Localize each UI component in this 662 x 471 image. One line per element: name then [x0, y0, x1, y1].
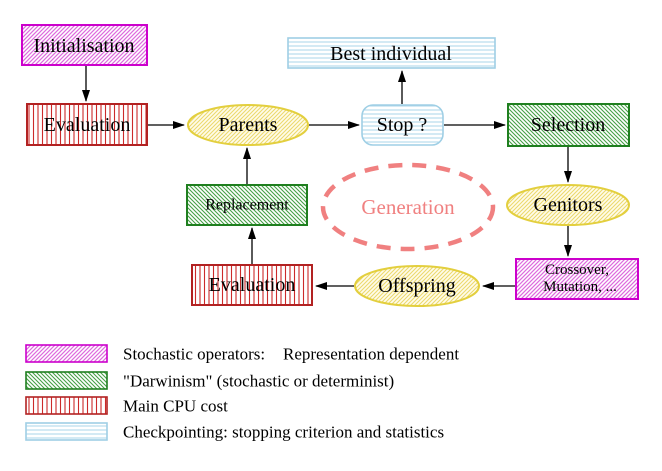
- genitors-ellipse: [506, 184, 630, 226]
- stop-box: [361, 104, 444, 146]
- legend-swatch-magenta-hatch: [25, 344, 108, 363]
- legend-label-representation-dependent: Representation dependent: [283, 345, 459, 364]
- node-genitors: Genitors: [506, 184, 630, 226]
- evaluation-top-label: Evaluation: [44, 114, 131, 136]
- edges-group: [82, 66, 572, 290]
- selection-label: Selection: [531, 114, 605, 136]
- legend-item-darwinism: "Darwinism" (stochastic or determinist): [25, 371, 394, 391]
- selection-box: [507, 103, 630, 147]
- legend-swatch-green-hatch: [25, 371, 108, 390]
- crossover-label-line1: Crossover,: [545, 262, 609, 278]
- legend-swatch-blue-horizontal: [25, 422, 108, 441]
- evaluation-top-box: [26, 103, 148, 146]
- replacement-box: [186, 184, 308, 226]
- node-evaluation-bottom: Evaluation: [191, 264, 313, 306]
- node-crossover-mutation: Crossover, Mutation, ...: [515, 258, 639, 300]
- evaluation-bottom-box: [191, 264, 313, 306]
- parents-label: Parents: [219, 114, 278, 136]
- generation-ellipse: [320, 162, 496, 252]
- legend-item-stochastic-operators: Stochastic operators: Representation dep…: [25, 344, 459, 364]
- parents-ellipse: [187, 104, 309, 146]
- node-generation: Generation: [320, 162, 496, 252]
- genitors-label: Genitors: [534, 194, 603, 216]
- offspring-ellipse: [354, 265, 480, 307]
- node-parents: Parents: [187, 104, 309, 146]
- best-individual-label: Best individual: [330, 43, 452, 65]
- node-stop: Stop ?: [361, 104, 444, 146]
- legend-label-checkpointing: Checkpointing: stopping criterion and st…: [123, 423, 444, 442]
- legend-item-checkpointing: Checkpointing: stopping criterion and st…: [25, 422, 444, 442]
- node-offspring: Offspring: [354, 265, 480, 307]
- initialisation-label: Initialisation: [33, 35, 134, 57]
- crossover-mutation-box: [515, 258, 639, 300]
- generation-label: Generation: [361, 195, 455, 219]
- legend: Stochastic operators: Representation dep…: [25, 344, 459, 442]
- replacement-label: Replacement: [205, 197, 289, 214]
- node-best-individual: Best individual: [287, 37, 496, 69]
- legend-label-darwinism: "Darwinism" (stochastic or determinist): [123, 372, 394, 391]
- legend-label-stochastic-operators: Stochastic operators:: [123, 345, 265, 364]
- evaluation-bottom-label: Evaluation: [209, 274, 296, 296]
- legend-item-main-cpu-cost: Main CPU cost: [25, 396, 228, 416]
- node-initialisation: Initialisation: [21, 24, 148, 66]
- node-replacement: Replacement: [186, 184, 308, 226]
- best-individual-box: [287, 37, 496, 69]
- node-selection: Selection: [507, 103, 630, 147]
- legend-swatch-red-vertical: [25, 396, 108, 415]
- legend-label-main-cpu-cost: Main CPU cost: [123, 397, 228, 416]
- offspring-label: Offspring: [378, 275, 455, 297]
- node-evaluation-top: Evaluation: [26, 103, 148, 146]
- initialisation-box: [21, 24, 148, 66]
- crossover-label-line2: Mutation, ...: [543, 279, 617, 295]
- stop-label: Stop ?: [377, 114, 428, 136]
